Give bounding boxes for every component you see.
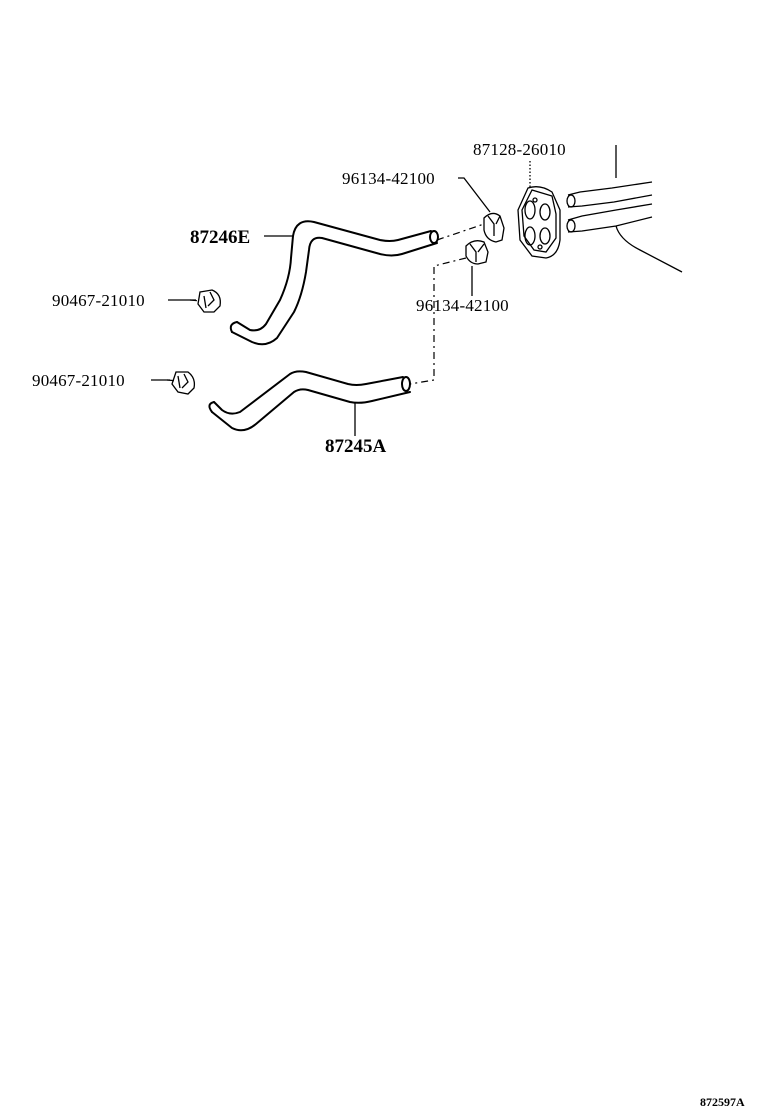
label-87245A[interactable]: 87245A: [325, 436, 387, 457]
clip-90467-lower[interactable]: [171, 371, 196, 395]
label-96134-lower[interactable]: 96134-42100: [416, 296, 509, 315]
figure-code: 872597A: [700, 1095, 745, 1109]
hose-87246E[interactable]: [229, 220, 439, 346]
label-87246E[interactable]: 87246E: [190, 227, 250, 248]
clamp-96134-upper[interactable]: [483, 212, 505, 243]
heater-core-pipes: [566, 145, 683, 273]
assembly-line-lower: [409, 257, 467, 385]
gasket-87128[interactable]: [517, 186, 561, 259]
assembly-line-upper: [436, 223, 485, 241]
label-96134-upper[interactable]: 96134-42100: [342, 169, 435, 188]
leader-96134-upper: [458, 177, 491, 213]
clamp-96134-lower[interactable]: [465, 240, 489, 265]
clip-90467-upper[interactable]: [197, 289, 221, 313]
label-90467-upper[interactable]: 90467-21010: [52, 291, 145, 310]
label-90467-lower[interactable]: 90467-21010: [32, 371, 125, 390]
hose-87245A[interactable]: [208, 370, 411, 432]
label-87128[interactable]: 87128-26010: [473, 140, 566, 159]
